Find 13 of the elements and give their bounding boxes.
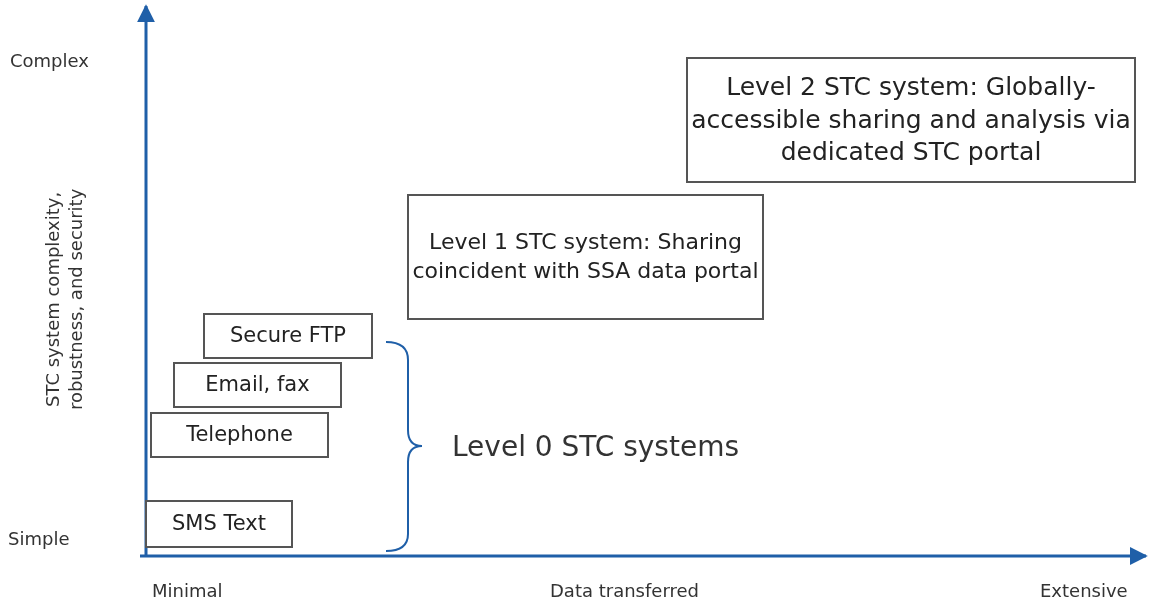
axis-label: Complex [10, 50, 89, 71]
text-box: SMS Text [145, 500, 293, 548]
axis-title: Data transferred [550, 580, 699, 601]
text-box: Telephone [150, 412, 329, 458]
group-label: Level 0 STC systems [452, 430, 740, 463]
text-box: Secure FTP [203, 313, 373, 359]
axis-title: STC system complexity, robustness, and security [40, 187, 87, 413]
axis-label: Extensive [1040, 580, 1128, 601]
text-box: Email, fax [173, 362, 342, 408]
axis-label: Simple [8, 528, 70, 549]
text-box: Level 1 STC system: Sharing coincident with SSA data portal [407, 194, 764, 320]
text-box: Level 2 STC system: Globally-accessible sharing and analysis via dedicated STC portal [686, 57, 1136, 183]
axis-label: Minimal [152, 580, 223, 601]
